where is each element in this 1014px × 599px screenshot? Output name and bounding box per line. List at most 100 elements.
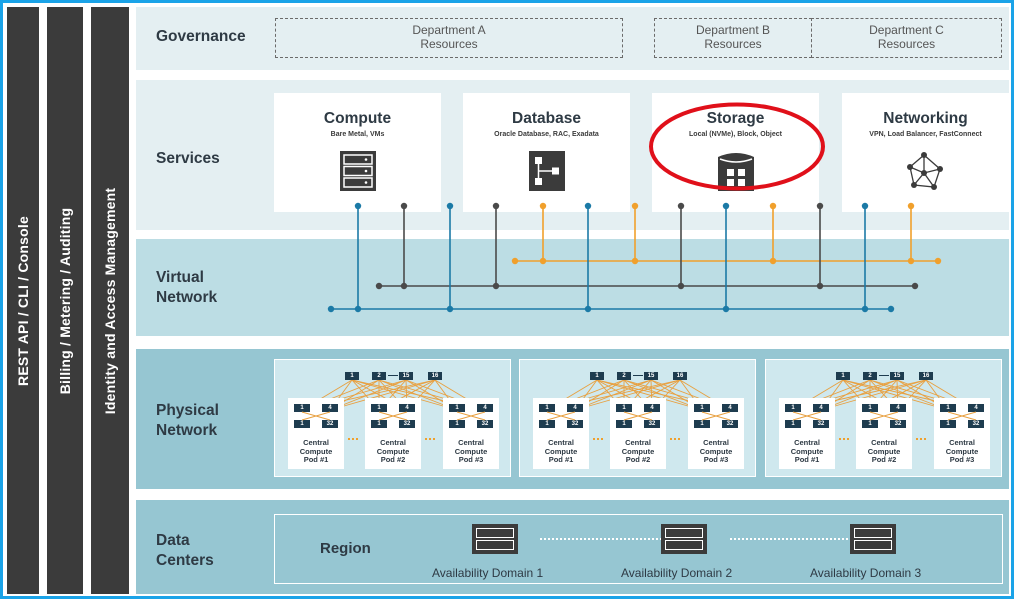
department-b-line2: Resources bbox=[704, 37, 762, 51]
spine-switch: 2 bbox=[617, 372, 631, 380]
networking-card: Networking VPN, Load Balancer, FastConne… bbox=[842, 93, 1009, 212]
leaf-switch: 1 bbox=[294, 420, 310, 428]
department-c-line1: Department C bbox=[869, 23, 944, 37]
ad-separator bbox=[540, 538, 662, 540]
leaf-switch: 1 bbox=[449, 404, 465, 412]
spine-switch: 16 bbox=[428, 372, 442, 380]
leaf-switch: 1 bbox=[539, 420, 555, 428]
leaf-switch: 32 bbox=[477, 420, 493, 428]
leaf-switch: 4 bbox=[890, 404, 906, 412]
data-centers-line2: Centers bbox=[156, 552, 214, 569]
server-icon bbox=[850, 524, 896, 554]
network-node bbox=[539, 257, 547, 265]
spine-switch: 16 bbox=[673, 372, 687, 380]
storage-subtitle: Local (NVMe), Block, Object bbox=[689, 131, 782, 138]
network-node bbox=[584, 202, 592, 210]
leaf-switch: 1 bbox=[940, 420, 956, 428]
network-node bbox=[769, 202, 777, 210]
network-node bbox=[907, 202, 915, 210]
database-subtitle: Oracle Database, RAC, Exadata bbox=[494, 131, 599, 138]
network-node bbox=[631, 257, 639, 265]
spine-switch: 1 bbox=[345, 372, 359, 380]
network-node bbox=[677, 282, 685, 290]
virtual-network-lines bbox=[327, 202, 942, 313]
storage-title: Storage bbox=[706, 110, 765, 127]
network-node bbox=[816, 202, 824, 210]
leaf-switch: 1 bbox=[449, 420, 465, 428]
rest-api-bar: REST API / CLI / Console bbox=[7, 7, 39, 594]
leaf-switch: 1 bbox=[862, 420, 878, 428]
network-node bbox=[446, 305, 454, 313]
leaf-switch: 32 bbox=[722, 420, 738, 428]
compute-subtitle: Bare Metal, VMs bbox=[330, 131, 385, 138]
governance-band: Governance Department A Resources Depart… bbox=[136, 7, 1009, 70]
leaf-switch: 4 bbox=[567, 404, 583, 412]
availability-domain-1: Availability Domain 1 bbox=[432, 566, 544, 580]
networking-title: Networking bbox=[883, 110, 968, 127]
region-label: Region bbox=[320, 540, 371, 557]
spine-switch: 16 bbox=[919, 372, 933, 380]
network-node bbox=[722, 202, 730, 210]
data-centers-line1: Data bbox=[156, 532, 190, 549]
department-c-line2: Resources bbox=[877, 37, 936, 51]
networking-subtitle: VPN, Load Balancer, FastConnect bbox=[869, 131, 982, 138]
leaf-switch: 4 bbox=[477, 404, 493, 412]
spine-switch: 15 bbox=[644, 372, 658, 380]
spine-switch: 1 bbox=[836, 372, 850, 380]
leaf-switch: 4 bbox=[322, 404, 338, 412]
leaf-switch: 4 bbox=[399, 404, 415, 412]
network-node bbox=[511, 257, 519, 265]
leaf-switch: 32 bbox=[567, 420, 583, 428]
network-node bbox=[934, 257, 942, 265]
network-node bbox=[584, 305, 592, 313]
leaf-switch: 32 bbox=[399, 420, 415, 428]
department-c: Department C Resources bbox=[811, 18, 1002, 58]
storage-cylinder-icon bbox=[718, 153, 754, 191]
virtual-network-line2: Network bbox=[156, 289, 218, 306]
network-node bbox=[446, 202, 454, 210]
iam-bar: Identity and Access Management bbox=[91, 7, 129, 594]
network-node bbox=[861, 202, 869, 210]
leaf-switch: 4 bbox=[813, 404, 829, 412]
server-rack-icon bbox=[340, 151, 376, 191]
leaf-switch: 4 bbox=[968, 404, 984, 412]
network-node bbox=[722, 305, 730, 313]
storage-card: Storage Local (NVMe), Block, Object bbox=[652, 93, 819, 212]
department-a-line1: Department A bbox=[412, 23, 486, 37]
spine-switch: 2 bbox=[372, 372, 386, 380]
leaf-switch: 1 bbox=[694, 404, 710, 412]
leaf-switch: 1 bbox=[371, 404, 387, 412]
data-centers-band: Data Centers Region Availability Domain … bbox=[136, 500, 1009, 594]
database-card: Database Oracle Database, RAC, Exadata bbox=[463, 93, 630, 212]
virtual-network-line1: Virtual bbox=[156, 269, 204, 286]
network-node bbox=[354, 305, 362, 313]
physical-network-line1: Physical bbox=[156, 402, 219, 419]
storage-highlight-ellipse bbox=[649, 102, 825, 191]
region-box bbox=[274, 514, 1003, 584]
leaf-switch: 1 bbox=[785, 404, 801, 412]
spine-switch: 15 bbox=[399, 372, 413, 380]
leaf-switch: 32 bbox=[890, 420, 906, 428]
physical-network-label: Physical Network bbox=[156, 401, 219, 441]
department-a-line2: Resources bbox=[420, 37, 478, 51]
network-node bbox=[887, 305, 895, 313]
network-node bbox=[816, 282, 824, 290]
network-node bbox=[354, 202, 362, 210]
leaf-switch: 1 bbox=[785, 420, 801, 428]
database-title: Database bbox=[512, 110, 581, 127]
leaf-switch: 4 bbox=[644, 404, 660, 412]
